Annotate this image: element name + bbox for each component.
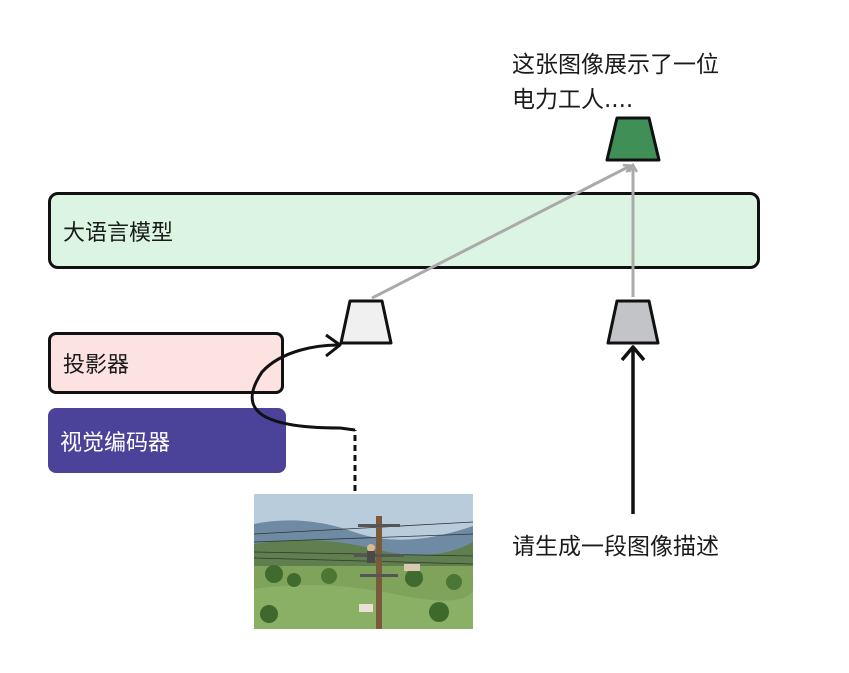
vision-encoder-block: 视觉编码器 [48, 408, 286, 473]
output-text-line-2: 电力工人.... [512, 87, 634, 113]
prompt-text: 请生成一段图像描述 [512, 534, 719, 560]
image-token [339, 299, 393, 345]
output-text-line-1: 这张图像展示了一位 [512, 52, 719, 78]
text-token [606, 299, 660, 345]
llm-block: 大语言模型 [48, 192, 760, 269]
llm-label: 大语言模型 [63, 220, 174, 246]
output-token [605, 116, 661, 162]
image-token-to-output-arrow [371, 166, 630, 300]
projector-label: 投影器 [63, 353, 130, 378]
image-to-token-curve-arrow [250, 343, 356, 432]
vision-encoder-label: 视觉编码器 [60, 430, 171, 456]
projector-block: 投影器 [48, 332, 284, 394]
input-image [254, 494, 473, 629]
